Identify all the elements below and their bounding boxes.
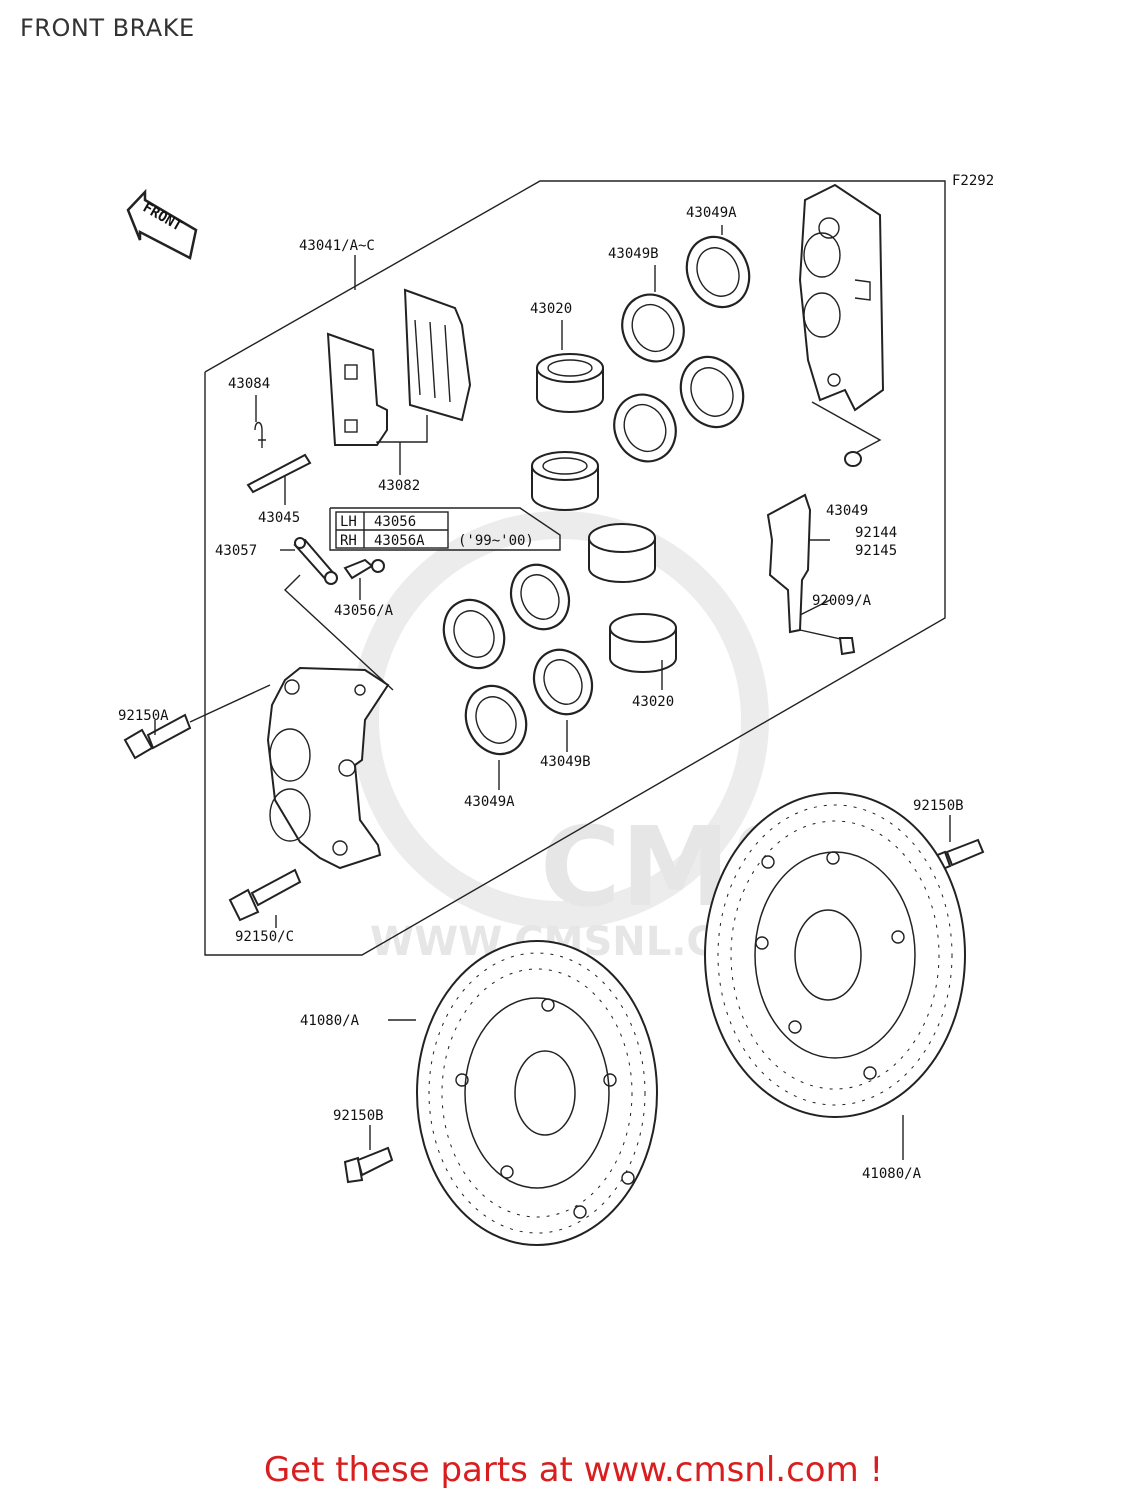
seal [532, 648, 594, 716]
label-seal-a-bottom: 43049A [464, 794, 515, 810]
note-years: ('99~'00) [458, 533, 534, 549]
label-pad: 43082 [378, 478, 420, 494]
note-row-2-side: RH [340, 533, 357, 549]
brake-disc-left [388, 940, 658, 1246]
label-bolt-a: 92150A [118, 708, 169, 724]
label-disc-left: 41080/A [300, 1013, 360, 1029]
brake-pad [326, 288, 472, 475]
label-bleeder-cap: 43057 [215, 543, 257, 559]
caliper-body-inner [266, 666, 390, 870]
label-nut: 43049 [826, 503, 868, 519]
piston [609, 613, 677, 673]
assembly-outline [204, 180, 946, 956]
piston [588, 523, 656, 583]
note-row-1-side: LH [340, 514, 357, 530]
disc-bolt [343, 1125, 394, 1184]
label-piston-top: 43020 [530, 301, 572, 317]
label-pin-clip: 43084 [228, 376, 270, 392]
seal [679, 355, 745, 429]
label-bleeder-valve: 43056/A [334, 603, 394, 619]
footer-link[interactable]: Get these parts at www.cmsnl.com ! [263, 1450, 884, 1490]
caliper-bolt [228, 868, 302, 928]
label-bracket-1: 92144 [855, 525, 897, 541]
piston [531, 451, 599, 511]
label-disc-bolt-right: 92150B [913, 798, 964, 814]
label-disc-right: 41080/A [862, 1166, 922, 1182]
label-disc-bolt-left: 92150B [333, 1108, 384, 1124]
label-seal-b-bottom: 43049B [540, 754, 591, 770]
label-bolt-c: 92150/C [235, 929, 294, 945]
pad-pin [246, 395, 312, 505]
page-title: FRONT BRAKE [20, 14, 195, 42]
pistons-and-seals [442, 225, 751, 790]
caliper-bolt [123, 684, 271, 760]
note-row-2-part: 43056A [374, 533, 425, 549]
figure-code: F2292 [952, 173, 994, 189]
caliper-body-outer [798, 183, 885, 467]
note-table: LH 43056 RH 43056A ('99~'00) [329, 507, 561, 551]
seal [509, 563, 571, 631]
seal [685, 235, 751, 309]
seal [442, 598, 506, 670]
piston [536, 353, 604, 413]
label-seal-b-top: 43049B [608, 246, 659, 262]
label-bracket-bolt: 92009/A [812, 593, 872, 609]
label-piston-bottom: 43020 [632, 694, 674, 710]
label-caliper-assy: 43041/A~C [299, 238, 375, 254]
bracket [766, 493, 856, 656]
label-seal-a-top: 43049A [686, 205, 737, 221]
bleeder-valve [280, 537, 394, 691]
brake-disc-right [704, 792, 966, 1160]
part-labels: 43041/A~C 43049A 43049B 43020 43084 4308… [118, 205, 964, 1182]
seal [621, 293, 685, 363]
note-row-1-part: 43056 [374, 514, 416, 530]
seal [464, 684, 528, 756]
front-arrow-icon: FRONT [126, 188, 198, 260]
label-pad-pin: 43045 [258, 510, 300, 526]
seal [613, 393, 677, 463]
label-bracket-2: 92145 [855, 543, 897, 559]
